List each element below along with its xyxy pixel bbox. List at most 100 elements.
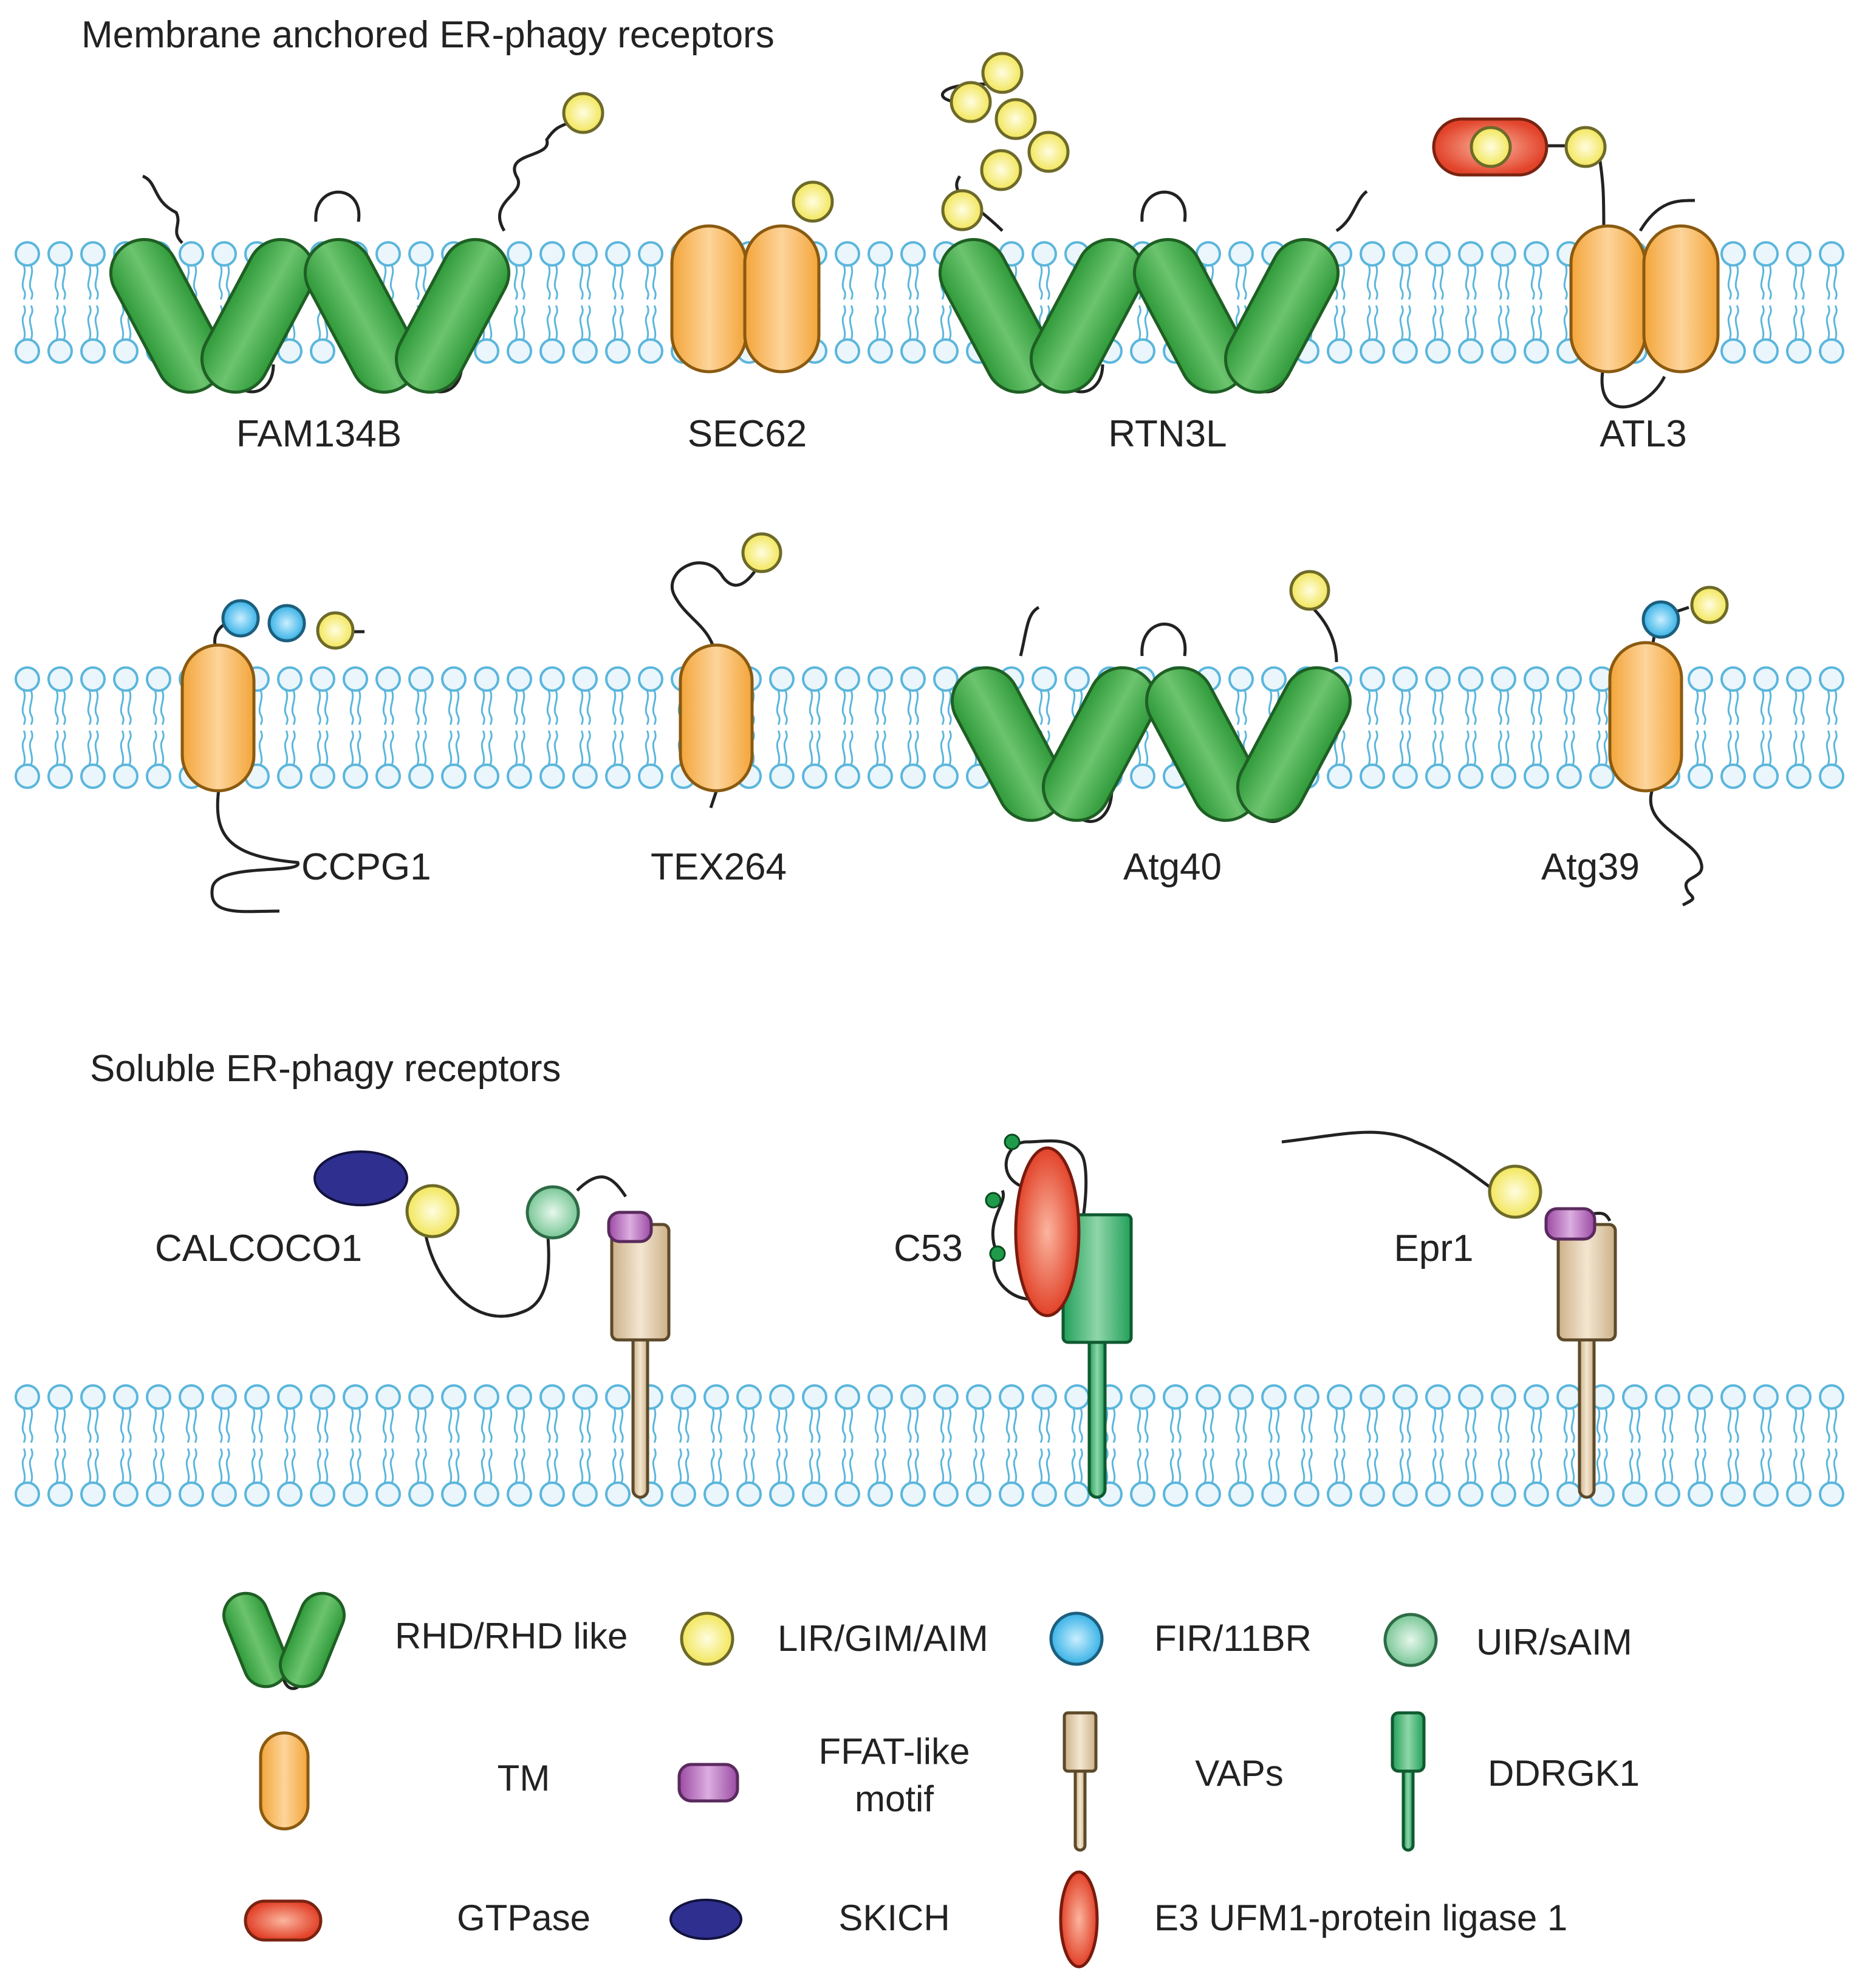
lir-motif — [792, 180, 834, 223]
sec62-tm-1 — [670, 224, 748, 374]
lir-motif — [950, 81, 992, 123]
vap-icon — [1063, 1711, 1098, 1773]
legend-rhd-label: RHD/RHD like — [395, 1616, 628, 1656]
uir-motif — [525, 1185, 580, 1240]
legend-gtpase-label: GTPase — [457, 1897, 590, 1938]
atl3-tm-2 — [1642, 224, 1720, 374]
lipid-bilayer-2 — [15, 666, 1844, 789]
lir-motif — [1289, 570, 1330, 611]
tex264-tm — [679, 643, 754, 793]
fam134b-rhd-1 — [109, 237, 317, 394]
legend-fir: FIR/11BR — [1049, 1611, 1312, 1666]
fam134b-rhd-2 — [303, 237, 511, 394]
gtpase-icon — [244, 1899, 323, 1942]
legend-vaps-label: VAPs — [1195, 1753, 1284, 1794]
legend-vaps: VAPs — [1063, 1711, 1284, 1852]
vap-anchor-1 — [607, 1211, 671, 1499]
lir-motif — [1470, 126, 1512, 168]
lir-motif — [1564, 126, 1607, 168]
lir-motif — [980, 149, 1022, 191]
atg39-tm — [1608, 641, 1683, 793]
skich-icon — [669, 1899, 742, 1940]
rtn3l-receptor: RTN3L — [938, 52, 1368, 455]
legend-ffat-label-2: motif — [855, 1778, 934, 1819]
ddrgk1-icon — [1391, 1711, 1426, 1773]
legend-fir-label: FIR/11BR — [1154, 1618, 1312, 1659]
legend-uir-label: UIR/sAIM — [1476, 1622, 1632, 1662]
lir-motif — [316, 611, 355, 650]
fam134b-label: FAM134B — [236, 413, 402, 455]
legend-lir-label: LIR/GIM/AIM — [778, 1618, 988, 1659]
atl3-tm-1 — [1569, 224, 1647, 374]
legend-ffat-label-1: FFAT-like — [819, 1731, 970, 1772]
soluble-title: Soluble ER-phagy receptors — [90, 1048, 561, 1090]
ffat-motif — [607, 1211, 653, 1243]
atl3-receptor: ATL3 — [1432, 117, 1720, 455]
skich-domain — [313, 1150, 408, 1206]
membrane-anchored-title: Membrane anchored ER-phagy receptors — [81, 14, 775, 56]
legend: RHD/RHD like LIR/GIM/AIM FIR/11BR UIR/sA… — [222, 1591, 1640, 1969]
lir-motif — [941, 189, 984, 231]
c53-label: C53 — [894, 1228, 963, 1269]
legend-uir: UIR/sAIM — [1383, 1613, 1632, 1667]
tex264-receptor: TEX264 — [651, 532, 787, 888]
epr1-receptor: Epr1 — [1281, 1130, 1612, 1269]
ffat-motif — [1544, 1207, 1596, 1241]
vap-anchor-2 — [1544, 1207, 1617, 1499]
uir-icon — [1383, 1613, 1438, 1667]
calcoco1-label: CALCOCO1 — [155, 1228, 362, 1269]
rtn3l-label: RTN3L — [1108, 413, 1227, 455]
legend-lir: LIR/GIM/AIM — [680, 1611, 988, 1666]
uir-small-motif — [1004, 1133, 1021, 1150]
lir-motif — [741, 532, 782, 573]
ccpg1-tm — [180, 643, 256, 793]
lir-motif — [1488, 1164, 1542, 1219]
epr1-label: Epr1 — [1394, 1228, 1474, 1269]
legend-e3: E3 UFM1-protein ligase 1 — [1059, 1870, 1567, 1969]
calcoco1-receptor: CALCOCO1 — [155, 1150, 628, 1318]
lir-motif — [1690, 586, 1729, 624]
sec62-tm-2 — [743, 224, 821, 374]
ccpg1-receptor: CCPG1 — [180, 599, 431, 914]
atg39-receptor: Atg39 — [1541, 586, 1729, 907]
atg39-label: Atg39 — [1541, 846, 1640, 888]
uir-small-motif — [985, 1192, 1002, 1209]
legend-skich-label: SKICH — [838, 1897, 950, 1938]
sec62-receptor: SEC62 — [670, 180, 834, 455]
legend-gtpase: GTPase — [244, 1897, 590, 1942]
atg40-receptor: Atg40 — [950, 570, 1352, 888]
uir-small-motif — [989, 1245, 1006, 1262]
fam134b-receptor: FAM134B — [109, 92, 604, 455]
lir-motif — [1027, 131, 1070, 173]
e3-ligase-icon — [1059, 1870, 1099, 1969]
fir-motif — [267, 604, 306, 643]
atl3-label: ATL3 — [1600, 413, 1687, 455]
sec62-label: SEC62 — [688, 413, 807, 455]
lipid-bilayer-3 — [15, 1384, 1844, 1507]
fir-motif — [221, 599, 260, 638]
e3-ufm1-ligase — [1014, 1146, 1081, 1317]
ffat-icon — [677, 1763, 739, 1803]
c53-receptor: C53 — [894, 1133, 1133, 1499]
lir-icon — [680, 1611, 734, 1666]
fir-icon — [1049, 1611, 1104, 1666]
lir-motif — [981, 52, 1024, 94]
legend-ffat: FFAT-like motif — [677, 1731, 970, 1819]
tm-icon — [259, 1731, 310, 1831]
lir-motif — [405, 1184, 460, 1238]
legend-tm: TM — [259, 1731, 550, 1831]
legend-ddrgk1-label: DDRGK1 — [1488, 1753, 1640, 1794]
legend-tm-label: TM — [498, 1758, 550, 1798]
ddrgk1-stalk — [1087, 1322, 1107, 1499]
ccpg1-label: CCPG1 — [301, 846, 431, 888]
legend-e3-label: E3 UFM1-protein ligase 1 — [1154, 1897, 1567, 1938]
atg40-label: Atg40 — [1123, 846, 1222, 888]
lir-motif — [994, 98, 1037, 140]
tex264-label: TEX264 — [651, 846, 787, 888]
lir-motif — [562, 92, 604, 134]
legend-skich: SKICH — [669, 1897, 950, 1940]
legend-ddrgk1: DDRGK1 — [1391, 1711, 1640, 1852]
legend-rhd: RHD/RHD like — [222, 1591, 628, 1690]
fir-motif — [1641, 600, 1680, 639]
